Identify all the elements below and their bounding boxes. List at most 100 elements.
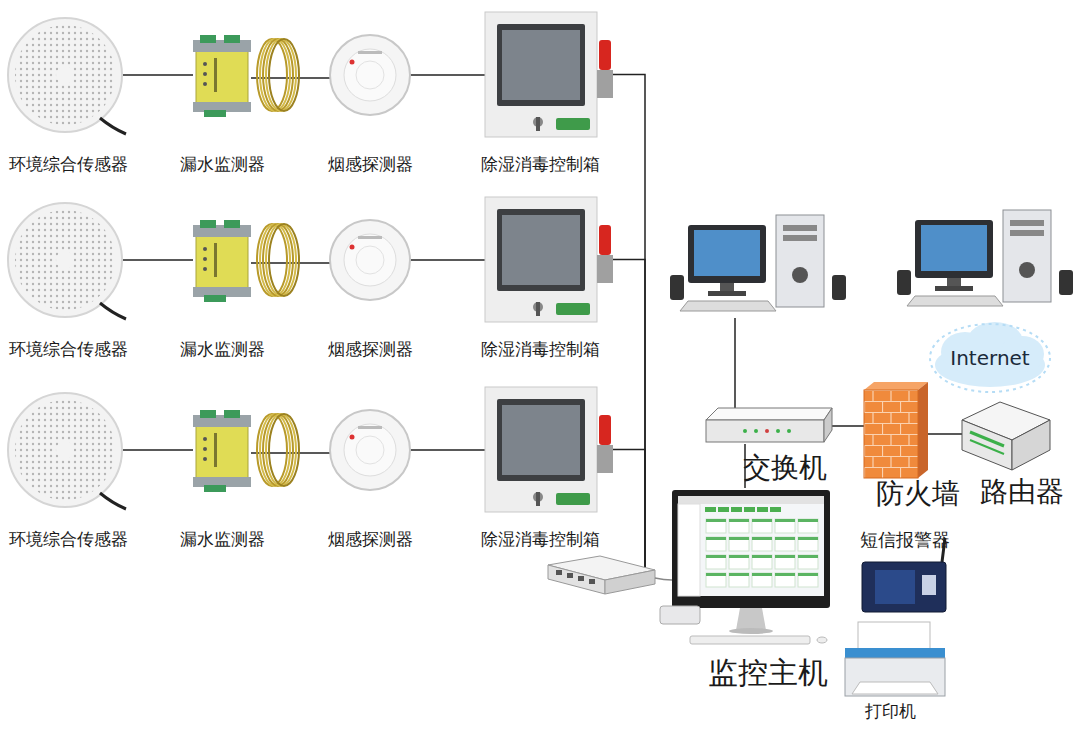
device-node: 防火墙 [864, 390, 920, 478]
internet-cloud [930, 322, 1050, 392]
firewall-illustration [864, 390, 918, 478]
printer-illustration [845, 658, 945, 696]
hub-illustration [548, 565, 605, 594]
device-label: 除湿消毒控制箱 [481, 340, 600, 360]
device-label: 交换机 [743, 452, 827, 484]
hub-illustration [556, 570, 562, 575]
connector-wire [613, 75, 655, 581]
hub-illustration [589, 579, 595, 584]
hub-illustration [578, 576, 584, 581]
host-illustration [757, 507, 768, 512]
internet-cloud [930, 324, 1050, 392]
hub-illustration [605, 570, 655, 594]
host-illustration [736, 608, 766, 630]
hub-illustration [548, 556, 655, 594]
router-illustration [962, 402, 1050, 470]
host-illustration [729, 628, 773, 634]
device-node: 打印机 [845, 622, 945, 696]
connector-wire [410, 74, 485, 76]
switch-illustration [824, 408, 832, 442]
host-illustration [660, 606, 700, 624]
switch-illustration [706, 408, 832, 420]
device-node: 烟感探测器 [330, 35, 410, 115]
device-node: 漏水监测器 [193, 415, 251, 491]
connector-wire [832, 425, 864, 427]
remote-pc [897, 210, 1073, 306]
device-label: Internet [950, 347, 1029, 370]
host-illustration [718, 507, 729, 512]
host-illustration [817, 637, 827, 643]
host-illustration [655, 490, 830, 644]
host-illustration [655, 578, 672, 580]
device-node: 短信报警器 [862, 562, 946, 612]
switch-illustration [706, 408, 832, 442]
device-node: 漏水监测器 [193, 225, 251, 301]
workstation-pc [670, 215, 846, 311]
host-illustration [705, 518, 820, 590]
device-node: Internet [935, 325, 1045, 391]
device-label: 除湿消毒控制箱 [481, 155, 600, 175]
host-illustration [672, 490, 830, 608]
printer-illustration [845, 648, 945, 658]
printer-illustration [845, 622, 945, 696]
device-label: 环境综合传感器 [9, 340, 128, 360]
router-illustration [1012, 420, 1050, 470]
connector-wire [122, 74, 193, 76]
host-illustration [731, 507, 742, 512]
device-label: 除湿消毒控制箱 [481, 530, 600, 550]
device-label: 环境综合传感器 [9, 155, 128, 175]
device-node: 漏水监测器 [193, 40, 251, 116]
device-label: 短信报警器 [860, 530, 950, 551]
device-node: 路由器 [962, 402, 1050, 468]
device-node: 除湿消毒控制箱 [485, 197, 613, 322]
device-node: 交换机 [704, 408, 832, 444]
printer-illustration [858, 622, 930, 652]
switch-to-pc-wire [734, 318, 736, 410]
device-label: 漏水监测器 [180, 155, 265, 175]
device-label: 环境综合传感器 [9, 530, 128, 550]
internet-cloud [935, 343, 1045, 387]
hub-illustration [567, 573, 573, 578]
device-label: 打印机 [865, 702, 916, 722]
device-label: 路由器 [980, 476, 1064, 508]
device-row [8, 12, 613, 137]
device-label: 烟感探测器 [328, 155, 413, 175]
firewall-illustration [918, 382, 928, 478]
host-illustration [690, 636, 810, 644]
device-label: 漏水监测器 [180, 340, 265, 360]
printer-illustration [852, 682, 938, 694]
device-node: 监控主机 [655, 488, 835, 646]
router-illustration [962, 420, 1012, 470]
device-node: 烟感探测器 [330, 410, 410, 490]
router-illustration [970, 440, 1004, 454]
device-node: 环境综合传感器 [8, 393, 122, 507]
sms-alarm-illustration [922, 575, 936, 595]
connector-wire [410, 449, 485, 451]
device-node: 环境综合传感器 [8, 18, 122, 132]
device-node: 除湿消毒控制箱 [485, 12, 613, 137]
host-illustration [770, 507, 781, 512]
device-row [8, 197, 613, 322]
host-illustration [705, 507, 716, 512]
switch-to-pc-wire [735, 318, 736, 410]
switch-illustration [787, 429, 791, 433]
connector-wire [410, 259, 485, 261]
sms-alarm-illustration [875, 570, 915, 604]
switch-illustration [776, 429, 780, 433]
device-label: 烟感探测器 [328, 340, 413, 360]
switch-illustration [743, 429, 747, 433]
connector-wire [122, 259, 193, 261]
device-label: 漏水监测器 [180, 530, 265, 550]
connector-wire [122, 449, 193, 451]
router-illustration [970, 432, 1004, 446]
device-node: 烟感探测器 [330, 220, 410, 300]
firewall-illustration [864, 382, 928, 478]
host-illustration [678, 496, 824, 596]
firewall-illustration [864, 382, 928, 390]
sms-alarm-illustration [862, 562, 946, 612]
host-illustration [678, 504, 700, 596]
device-label: 监控主机 [708, 656, 828, 691]
connector-wire [613, 260, 655, 581]
